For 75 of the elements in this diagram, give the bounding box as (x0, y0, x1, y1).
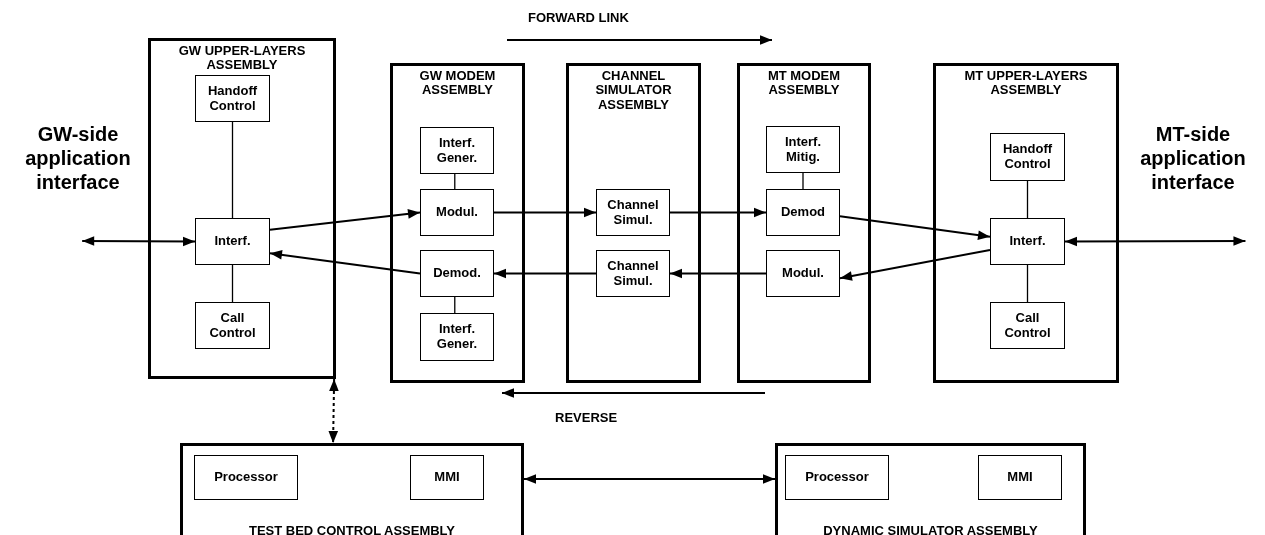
assembly-title: GW MODEM ASSEMBLY (418, 69, 497, 98)
component-label: Processor (805, 470, 869, 485)
component-label: Modul. (782, 266, 824, 281)
connector-line (231, 121, 234, 219)
assembly-title: TEST BED CONTROL ASSEMBLY (247, 523, 457, 535)
assembly-box (737, 63, 871, 383)
component-box (420, 313, 494, 361)
link-direction-label: REVERSE (555, 410, 618, 425)
component-box (194, 455, 298, 500)
component-label: Interf. Mitig. (783, 134, 823, 165)
arrow (81, 236, 196, 247)
connector-line (1026, 180, 1029, 219)
component-box (766, 126, 840, 173)
arrow (328, 378, 339, 444)
component-box (195, 302, 270, 349)
assembly-title: CHANNEL SIMULATOR ASSEMBLY (594, 69, 673, 112)
arrow (493, 207, 597, 218)
component-box (596, 250, 670, 297)
component-label: Handoff Control (206, 83, 259, 114)
component-label: Call Control (208, 310, 257, 341)
component-box (990, 302, 1065, 349)
link-direction-label: FORWARD LINK (528, 10, 629, 25)
assembly-box (390, 63, 525, 383)
arrow (669, 268, 767, 279)
arrow (839, 248, 991, 281)
arrow (669, 207, 767, 218)
component-box (990, 218, 1065, 265)
component-box (990, 133, 1065, 181)
connector-line (454, 296, 456, 314)
component-box (766, 189, 840, 236)
component-box (596, 189, 670, 236)
component-box (766, 250, 840, 297)
component-label: Call Control (1003, 310, 1052, 341)
component-label: Interf. Gener. (435, 135, 479, 166)
component-label: MMI (1007, 470, 1033, 485)
connector-line (454, 173, 456, 190)
component-box (785, 455, 889, 500)
connector-line (1026, 264, 1029, 303)
arrow (839, 215, 991, 240)
component-label: Channel Simul. (606, 258, 660, 289)
connector-line (231, 264, 234, 303)
component-label: Processor (214, 470, 278, 485)
assembly-box (775, 443, 1086, 535)
assembly-title: GW UPPER-LAYERS ASSEMBLY (177, 44, 307, 73)
connector-line (802, 172, 804, 190)
assembly-title: DYNAMIC SIMULATOR ASSEMBLY (822, 523, 1039, 535)
component-label: Interf. (214, 234, 251, 249)
component-label: Modul. (436, 205, 478, 220)
component-box (978, 455, 1062, 500)
component-box (195, 218, 270, 265)
arrow (523, 474, 776, 484)
component-label: MMI (434, 470, 460, 485)
component-box (420, 189, 494, 236)
assembly-box (566, 63, 701, 383)
arrow (493, 268, 597, 279)
component-box (420, 250, 494, 297)
component-label: Demod. (433, 266, 481, 281)
interface-label: GW-side application interface (24, 122, 132, 194)
assembly-box (148, 38, 336, 379)
assembly-box (933, 63, 1119, 383)
assembly-title: MT UPPER-LAYERS ASSEMBLY (963, 69, 1089, 98)
component-box (410, 455, 484, 500)
component-label: Interf. Gener. (435, 322, 479, 352)
component-box (195, 75, 270, 122)
component-label: Interf. (1009, 234, 1046, 249)
arrow (269, 209, 421, 231)
interface-label: MT-side application interface (1139, 122, 1247, 194)
assembly-box (180, 443, 524, 535)
component-label: Channel Simul. (606, 197, 660, 228)
arrow (1064, 236, 1247, 247)
component-label: Handoff Control (1001, 142, 1054, 172)
assembly-title: MT MODEM ASSEMBLY (766, 69, 842, 98)
arrow (269, 250, 421, 275)
component-box (420, 127, 494, 174)
component-label: Demod (780, 205, 826, 220)
